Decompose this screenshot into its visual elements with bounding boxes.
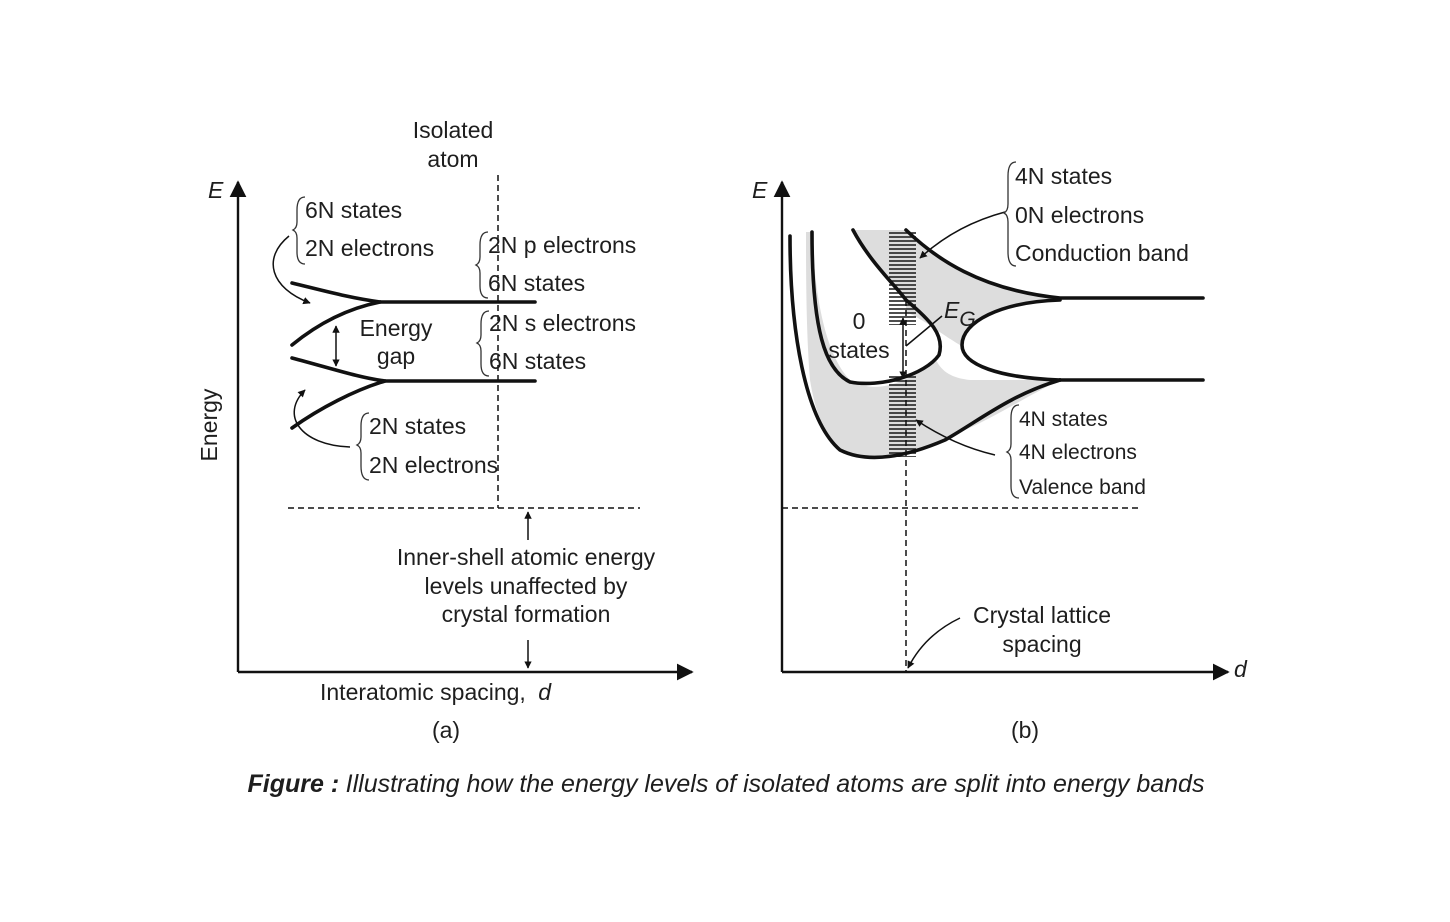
conduction-pointer — [919, 211, 1006, 259]
brace-lower — [355, 412, 370, 481]
figure-caption: Figure : Illustrating how the energy lev… — [248, 770, 1205, 798]
inner-shell-label-1: Inner-shell atomic energy — [397, 544, 656, 570]
conduction-band-top-curve — [810, 228, 943, 386]
brace-p — [474, 231, 489, 299]
upper-band-bottom-curve — [290, 300, 382, 347]
lattice-pointer — [907, 617, 961, 669]
conduction-band-lower-curve — [960, 298, 1062, 382]
panel-b-label: (b) — [1011, 717, 1039, 743]
panel-b-axis-d: d — [1234, 656, 1248, 682]
vb-electrons-label: 4N electrons — [1019, 441, 1137, 464]
cb-electrons-label: 0N electrons — [1015, 202, 1144, 228]
panel-a-axis-energy: Energy — [196, 388, 222, 461]
zero-states-label: 0 — [853, 308, 866, 334]
zero-states-label-2: states — [828, 337, 889, 363]
energy-gap-label-2: gap — [377, 343, 415, 369]
brace-valence — [1005, 404, 1020, 499]
s-electrons-label: 2N s electrons — [489, 310, 636, 336]
inner-shell-label-3: crystal formation — [442, 601, 611, 627]
lattice-label-2: spacing — [1002, 631, 1081, 657]
cb-name-label: Conduction band — [1015, 240, 1189, 266]
cb-states-label: 4N states — [1015, 163, 1112, 189]
eg-label: EG — [944, 297, 976, 331]
p-electrons-label: 2N p electrons — [488, 232, 636, 258]
panel-a-axis-e: E — [208, 177, 224, 203]
brace-s — [475, 310, 490, 377]
lower-electrons-label: 2N electrons — [369, 452, 498, 478]
valence-band-bottom-curve — [788, 234, 1062, 460]
valence-band-region — [806, 232, 1060, 458]
upper-curved-arrow — [272, 235, 311, 305]
p-states-label: 6N states — [488, 270, 585, 296]
isolated-atom-label: Isolated — [413, 117, 494, 143]
vb-states-label: 4N states — [1019, 408, 1108, 431]
panel-a-label: (a) — [432, 717, 460, 743]
brace-upper-left — [291, 196, 306, 265]
panel-a: E Energy Interatomic spacing, d Isolated… — [196, 117, 694, 743]
isolated-atom-label-2: atom — [427, 146, 478, 172]
energy-gap-label: Energy — [360, 315, 433, 341]
brace-conduction — [1002, 161, 1017, 267]
conduction-band-upper-curve — [904, 228, 1205, 300]
upper-left-electrons: 2N electrons — [305, 235, 434, 261]
valence-pointer — [915, 419, 996, 456]
lattice-hatch-bottom — [889, 375, 916, 457]
lattice-label-1: Crystal lattice — [973, 602, 1111, 628]
lower-states-label: 2N states — [369, 413, 466, 439]
lower-curved-arrow — [293, 389, 351, 448]
vb-name-label: Valence band — [1019, 476, 1146, 499]
lower-band-bottom-curve — [290, 379, 387, 430]
panel-a-axis-x-label: Interatomic spacing, d — [320, 679, 552, 705]
s-states-label: 6N states — [489, 348, 586, 374]
upper-left-states: 6N states — [305, 197, 402, 223]
inner-shell-label-2: levels unaffected by — [425, 573, 628, 599]
lattice-hatch-top — [889, 230, 916, 325]
panel-b-axis-e: E — [752, 177, 768, 203]
panel-b: E d EG 0 states 4N states 0N electrons C… — [752, 161, 1248, 743]
eg-pointer — [905, 315, 943, 347]
